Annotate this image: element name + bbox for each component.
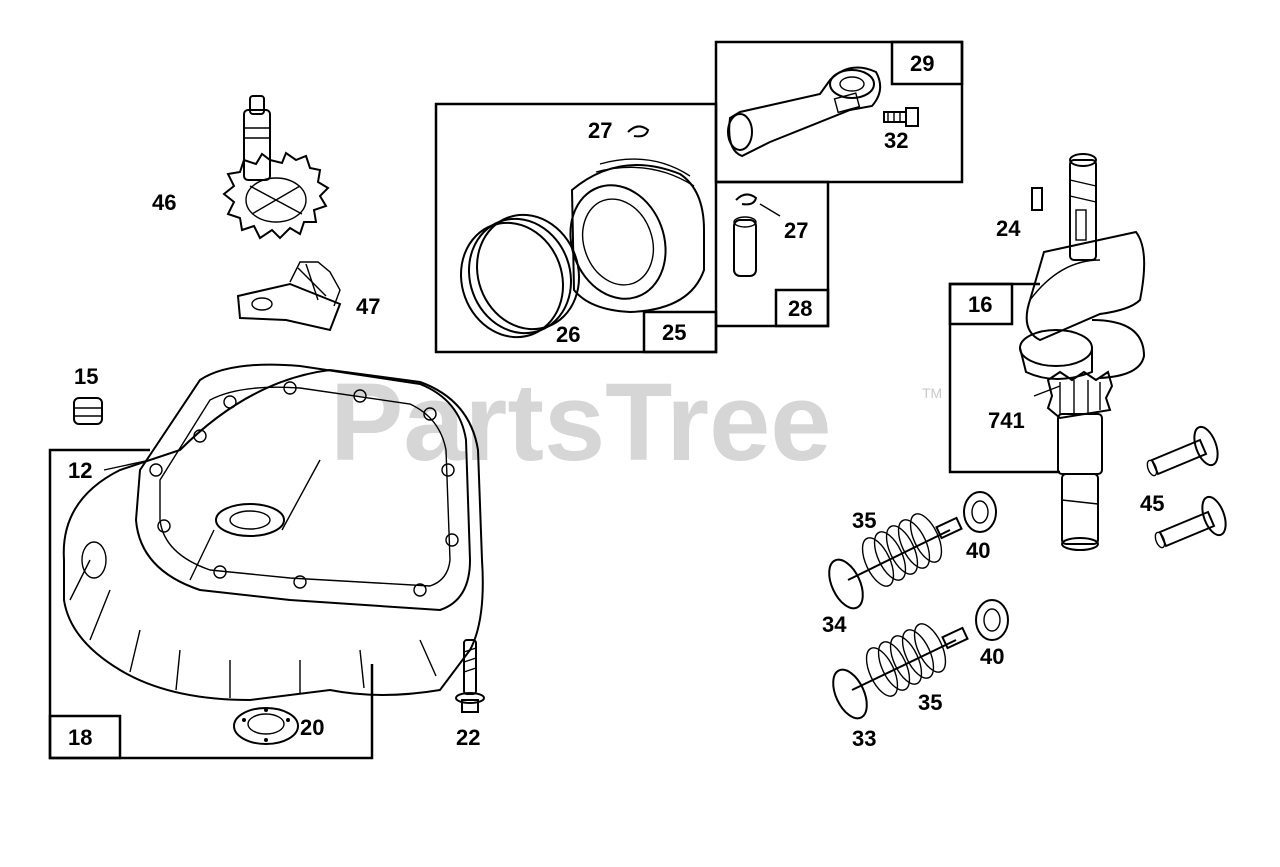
box-label-28: 28 xyxy=(788,296,812,321)
valve-intake-part-33[interactable] xyxy=(826,626,969,724)
callout-12: 12 xyxy=(68,458,92,483)
box-label-25: 25 xyxy=(662,320,686,345)
box-frame-28 xyxy=(716,180,830,328)
callout-40-lower: 40 xyxy=(980,644,1004,669)
box-frame-29 xyxy=(714,40,964,184)
valve-spring-part-35-lower[interactable] xyxy=(860,619,952,700)
callout-46: 46 xyxy=(152,190,176,215)
bolt-part-22[interactable] xyxy=(455,639,485,713)
callout-35-lower: 35 xyxy=(918,690,942,715)
leader-12 xyxy=(103,459,151,471)
box-label-18: 18 xyxy=(68,725,92,750)
callout-47: 47 xyxy=(356,294,380,319)
crankshaft-gear-part-741[interactable] xyxy=(1046,370,1114,420)
valve-retainer-part-40-upper[interactable] xyxy=(963,491,997,533)
valve-exhaust-part-34[interactable] xyxy=(822,516,963,614)
rod-bolt-part-32[interactable] xyxy=(883,107,919,127)
box-frame-25 xyxy=(434,102,718,354)
piston[interactable] xyxy=(555,158,705,314)
wrist-pin-part-28[interactable] xyxy=(733,216,757,277)
crankshaft-part-16[interactable] xyxy=(1019,153,1146,551)
crankcase-sump-part-18[interactable] xyxy=(62,363,484,702)
callout-24: 24 xyxy=(996,216,1021,241)
piston-rings-part-26[interactable] xyxy=(445,200,595,351)
watermark-trademark: TM xyxy=(922,385,942,401)
callout-40-upper: 40 xyxy=(966,538,990,563)
box-label-frame-16 xyxy=(948,282,1014,326)
valve-retainer-part-40-lower[interactable] xyxy=(975,599,1009,641)
callout-22: 22 xyxy=(456,725,480,750)
cam-gear-part-46[interactable] xyxy=(222,95,330,240)
callout-32: 32 xyxy=(884,128,908,153)
tappet-part-45-lower[interactable] xyxy=(1154,494,1231,549)
box-frame-18 xyxy=(48,448,374,760)
valve-spring-part-35-upper[interactable] xyxy=(856,509,948,590)
callout-20: 20 xyxy=(300,715,324,740)
callout-34: 34 xyxy=(822,612,847,637)
callout-33: 33 xyxy=(852,726,876,751)
drain-plug-part-15[interactable] xyxy=(73,397,103,425)
retaining-clip-part-27-top[interactable] xyxy=(627,125,650,138)
box-label-16: 16 xyxy=(968,292,992,317)
leader-741 xyxy=(1033,385,1061,397)
callout-26: 26 xyxy=(556,322,580,347)
key-part-24[interactable] xyxy=(1031,187,1043,211)
callout-27-top: 27 xyxy=(588,118,612,143)
connecting-rod[interactable] xyxy=(727,66,882,158)
callout-741: 741 xyxy=(988,408,1025,433)
leader-27 xyxy=(759,203,781,217)
callout-15: 15 xyxy=(74,364,98,389)
box-label-frame-18 xyxy=(48,714,122,760)
box-label-frame-28 xyxy=(774,288,830,328)
governor-part-47[interactable] xyxy=(236,261,342,332)
box-label-29: 29 xyxy=(910,51,934,76)
tappet-part-45-upper[interactable] xyxy=(1146,424,1223,477)
oil-seal-part-20[interactable] xyxy=(233,707,299,745)
box-label-frame-25 xyxy=(642,310,718,354)
callout-35-upper: 35 xyxy=(852,508,876,533)
callout-27-box: 27 xyxy=(784,218,808,243)
retaining-clip-part-27-box[interactable] xyxy=(735,193,758,206)
callout-45: 45 xyxy=(1140,491,1164,516)
gasket-part-12[interactable] xyxy=(134,363,472,612)
box-label-frame-29 xyxy=(890,40,964,86)
